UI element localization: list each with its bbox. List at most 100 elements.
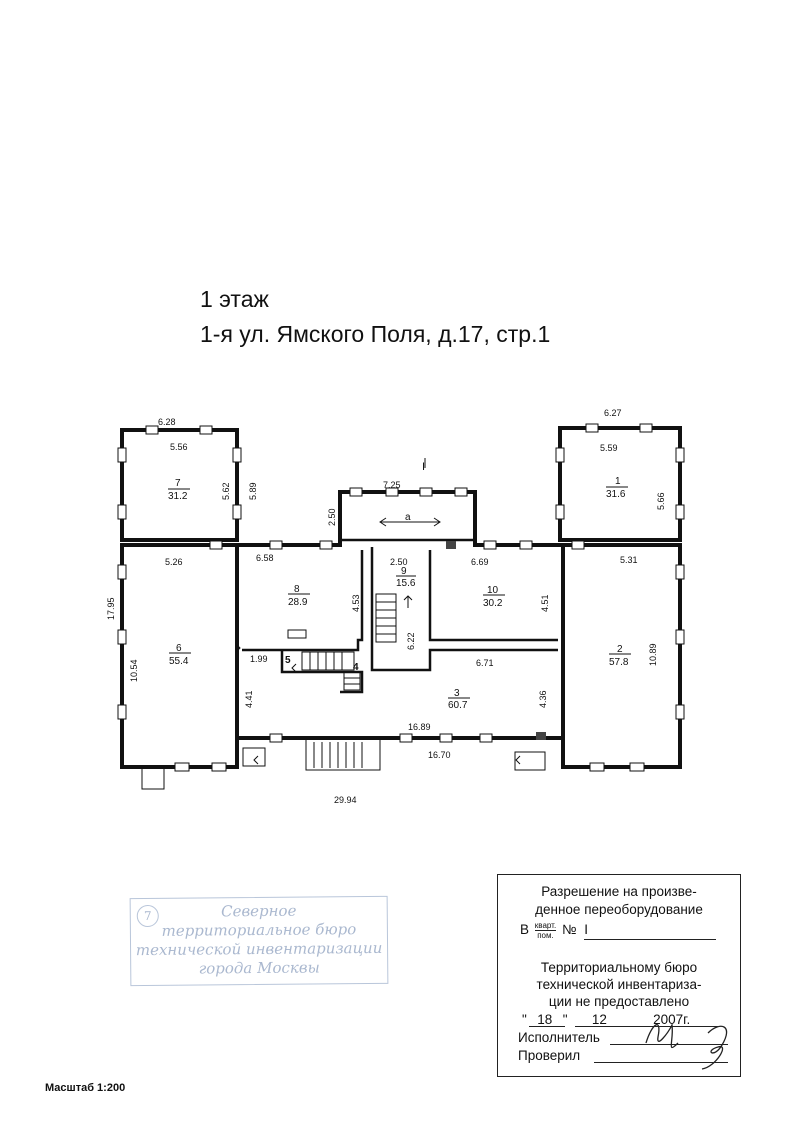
porch-right bbox=[514, 751, 546, 771]
dim-1089: 10.89 bbox=[648, 643, 658, 666]
room-label-5: 5 bbox=[285, 655, 291, 666]
permit-no-underline bbox=[584, 939, 716, 940]
dim-451: 4.51 bbox=[540, 594, 550, 612]
room-7-walls bbox=[120, 428, 239, 542]
permit-line-1: Разрешение на произве- bbox=[541, 884, 697, 899]
dim-453: 4.53 bbox=[351, 594, 361, 612]
permit-line-5: технической инвентариза- bbox=[536, 977, 702, 992]
floor-title: 1 этаж bbox=[200, 286, 269, 312]
room-2-walls bbox=[561, 543, 682, 769]
address-title: 1-я ул. Ямского Поля, д.17, стр.1 bbox=[200, 321, 551, 347]
svg-text:10: 10 bbox=[487, 585, 499, 596]
room-label-2: 2 57.8 bbox=[609, 644, 631, 668]
permit-frac-bottom: пом. bbox=[537, 931, 554, 940]
scale-label: Масштаб 1:200 bbox=[45, 1082, 126, 1094]
stairs-small bbox=[301, 651, 361, 691]
dim-1795: 17.95 bbox=[106, 597, 116, 620]
bti-stamp-line-3: технической инвентаризации bbox=[135, 938, 383, 960]
permit-month-underline bbox=[575, 1026, 720, 1027]
permit-checker: Проверил bbox=[518, 1048, 581, 1063]
section-mark: I bbox=[422, 461, 425, 473]
dim-1670: 16.70 bbox=[428, 750, 451, 760]
dim-562: 5.62 bbox=[221, 482, 231, 500]
dim-526: 5.26 bbox=[165, 557, 183, 567]
porch-left bbox=[141, 766, 165, 790]
dim-1689: 16.89 bbox=[408, 722, 431, 732]
room-label-6: 6 55.4 bbox=[169, 643, 191, 667]
bti-stamp-line-2: территориальное бюро bbox=[161, 920, 357, 940]
bti-stamp-line-1: Северное bbox=[220, 901, 297, 921]
permit-executor: Исполнитель bbox=[518, 1030, 600, 1045]
fixture bbox=[287, 629, 307, 639]
svg-text:57.8: 57.8 bbox=[609, 657, 629, 668]
svg-text:55.4: 55.4 bbox=[169, 656, 189, 667]
bti-stamp-number: 7 bbox=[136, 904, 159, 928]
dim-531: 5.31 bbox=[620, 555, 638, 565]
room-8-wall bbox=[242, 550, 364, 652]
bti-stamp: 7 Северное территориальное бюро техничес… bbox=[129, 895, 389, 987]
room-label-10: 10 30.2 bbox=[483, 585, 505, 609]
svg-text:8: 8 bbox=[294, 584, 300, 595]
permit-number-row: В кварт. пом. № I bbox=[520, 921, 720, 940]
svg-text:30.2: 30.2 bbox=[483, 598, 503, 609]
room-label-8: 8 28.9 bbox=[288, 584, 310, 608]
permit-no-label: № bbox=[561, 922, 577, 938]
room-1-walls bbox=[558, 426, 682, 542]
room-10-wall bbox=[428, 550, 558, 642]
permit-frac-top: кварт. bbox=[534, 921, 557, 931]
small-rooms-wall bbox=[280, 650, 364, 694]
permit-box: Разрешение на произве- денное переоборуд… bbox=[497, 874, 741, 1077]
svg-text:2: 2 bbox=[617, 644, 623, 655]
arrow-icons bbox=[235, 517, 521, 765]
dim-441: 4.41 bbox=[244, 690, 254, 708]
svg-text:31.2: 31.2 bbox=[168, 491, 188, 502]
stair-hall-wall bbox=[370, 547, 558, 672]
dim-559: 5.59 bbox=[600, 443, 618, 453]
svg-text:3: 3 bbox=[454, 688, 460, 699]
center-top-wall bbox=[237, 490, 563, 547]
svg-text:60.7: 60.7 bbox=[448, 700, 468, 711]
porch-left-inner bbox=[242, 747, 266, 767]
dim-556: 5.56 bbox=[170, 442, 188, 452]
dim-250-v: 2.50 bbox=[327, 508, 337, 526]
svg-text:a: a bbox=[405, 512, 411, 523]
dim-250-h: 2.50 bbox=[390, 557, 408, 567]
room-label-1: 1 31.6 bbox=[606, 476, 628, 500]
room-label-9: 9 15.6 bbox=[396, 566, 416, 589]
bti-stamp-line-4: города Москвы bbox=[198, 958, 320, 978]
svg-text:1: 1 bbox=[615, 476, 621, 487]
permit-year-suffix: г. bbox=[683, 1012, 691, 1027]
dim-627: 6.27 bbox=[604, 408, 622, 418]
dim-566: 5.66 bbox=[656, 492, 666, 510]
svg-text:4: 4 bbox=[353, 662, 359, 673]
hatched-block bbox=[536, 732, 546, 740]
permit-line-6: ции не предоставлено bbox=[548, 994, 690, 1009]
svg-text:6: 6 bbox=[176, 643, 182, 654]
hatched-block-2 bbox=[446, 541, 456, 549]
permit-fraction: кварт. пом. bbox=[534, 921, 557, 940]
permit-no-value: I bbox=[584, 922, 588, 938]
room-label-3: 3 60.7 bbox=[448, 688, 470, 711]
stairs-main bbox=[375, 593, 397, 643]
room-label-4: 4 bbox=[353, 662, 359, 673]
dim-622: 6.22 bbox=[406, 632, 416, 650]
dim-199: 1.99 bbox=[250, 654, 268, 664]
permit-year: 2007 bbox=[653, 1012, 684, 1027]
dim-671: 6.71 bbox=[476, 658, 494, 668]
stairs-entrance bbox=[305, 740, 381, 771]
permit-day: 18 bbox=[537, 1012, 553, 1027]
svg-text:28.9: 28.9 bbox=[288, 597, 308, 608]
permit-day-underline bbox=[529, 1026, 565, 1027]
permit-month: 12 bbox=[591, 1012, 607, 1027]
dim-658: 6.58 bbox=[256, 553, 274, 563]
room-label-7: 7 31.2 bbox=[168, 478, 190, 502]
dim-2994: 29.94 bbox=[334, 795, 357, 805]
permit-executor-underline bbox=[610, 1044, 728, 1045]
dim-725: 7.25 bbox=[383, 480, 401, 490]
dim-628: 6.28 bbox=[158, 417, 176, 427]
room-label-a: a bbox=[405, 512, 411, 523]
dim-436: 4.36 bbox=[538, 690, 548, 708]
svg-text:5: 5 bbox=[285, 655, 291, 666]
signature bbox=[645, 1022, 728, 1070]
